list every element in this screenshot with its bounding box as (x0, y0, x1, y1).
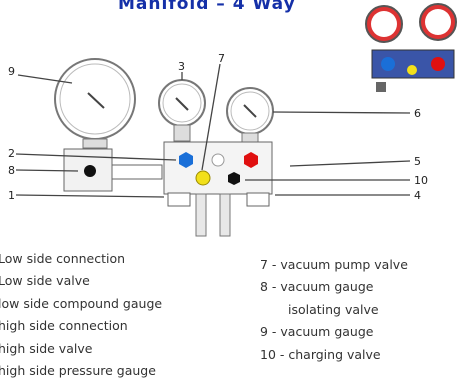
legend-item-3: low side compound gauge (0, 293, 162, 315)
legend-item-7: 7 - vacuum pump valve (260, 254, 408, 276)
legend-item-8: 8 - vacuum gauge (260, 276, 408, 298)
legend-left: Low side connection Low side valve low s… (0, 248, 162, 382)
callout-2: 2 (8, 147, 15, 160)
legend-item-8-continued: isolating valve (260, 299, 408, 321)
legend-item-4: high side connection (0, 315, 162, 337)
legend-item-1: Low side connection (0, 248, 162, 270)
callout-1: 1 (8, 189, 15, 202)
manifold-body (164, 142, 272, 236)
legend-item-9: 9 - vacuum gauge (260, 321, 408, 343)
callout-3: 3 (178, 60, 185, 73)
legend-item-2: Low side valve (0, 270, 162, 292)
low-side-compound-gauge (159, 80, 205, 141)
legend-item-10: 10 - charging valve (260, 344, 408, 366)
vacuum-gauge (55, 59, 135, 148)
legend-item-6: high side pressure gauge (0, 360, 162, 382)
high-side-pressure-gauge (227, 88, 273, 143)
callout-6: 6 (414, 107, 421, 120)
callout-10: 10 (414, 174, 428, 187)
vacuum-pump-valve-knob (196, 171, 210, 185)
callout-9: 9 (8, 65, 15, 78)
callout-4: 4 (414, 189, 421, 202)
callout-8: 8 (8, 164, 15, 177)
isolating-valve-block (64, 149, 162, 191)
manifold-photo (365, 0, 461, 92)
callout-7: 7 (218, 52, 225, 65)
callout-5: 5 (414, 155, 421, 168)
legend-right: 7 - vacuum pump valve 8 - vacuum gauge i… (260, 254, 408, 366)
legend-item-5: high side valve (0, 338, 162, 360)
